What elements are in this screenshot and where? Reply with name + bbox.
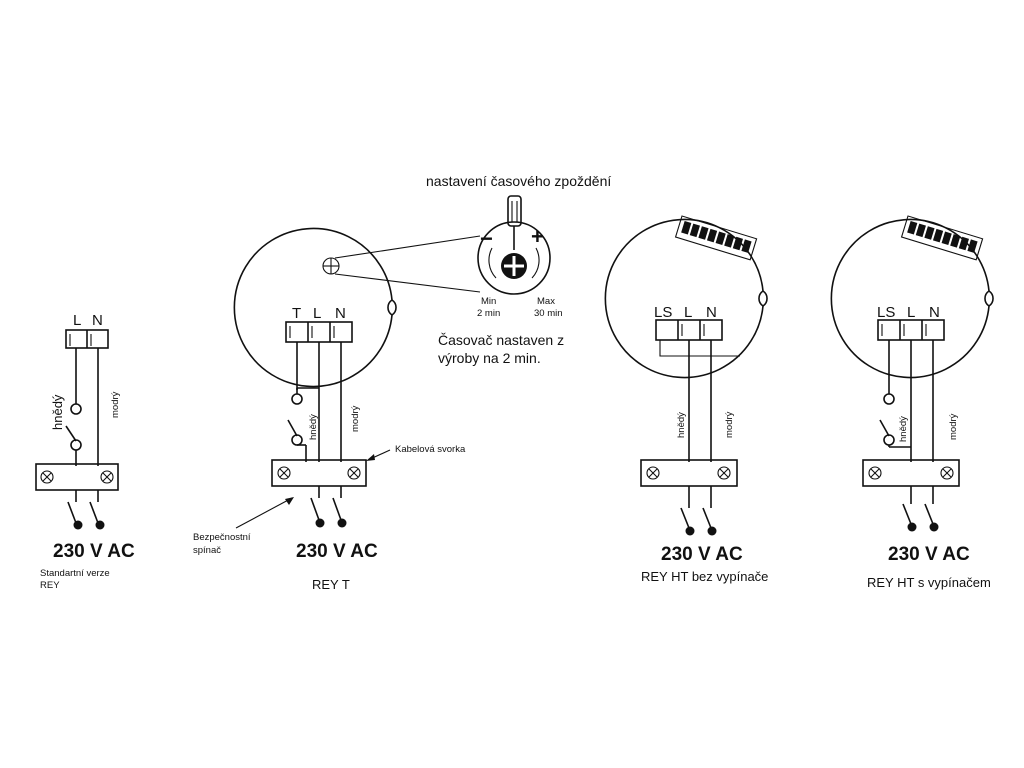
terminal-block: [285, 321, 353, 343]
cable-clamp: [862, 459, 960, 487]
wire-label-blue: modrý: [110, 391, 121, 418]
cable-clamp-label: Kabelová svorka: [395, 444, 466, 455]
dial-max-value: 30 min: [534, 308, 563, 319]
wire-label-brown: hnědý: [50, 394, 65, 430]
dial-outline: [477, 221, 551, 295]
terminal-label-n: N: [929, 304, 940, 321]
cable-clamp: [640, 459, 738, 487]
terminal-label-n: N: [92, 312, 103, 329]
timer-setting-title: nastavení časového zpoždění: [426, 173, 611, 189]
diagram-rey-ht-with-switch: LS L N hnědý modrý 230 V AC REY HT s vyp…: [830, 215, 994, 590]
safety-switch-arrow: [235, 497, 293, 529]
voltage-label: 230 V AC: [888, 544, 970, 565]
terminal-label-n: N: [706, 304, 717, 321]
wire-label-brown: hnědý: [308, 414, 319, 440]
dial-max-label: Max: [537, 296, 555, 307]
variant-label-rey-line1: Standartní verze: [40, 568, 110, 579]
terminal-block: [655, 319, 723, 341]
voltage-label: 230 V AC: [296, 541, 378, 562]
dip-switch-icon: [674, 215, 758, 261]
timer-note-line1: Časovač nastaven z: [438, 332, 564, 348]
dial-plus: +: [531, 224, 544, 249]
terminal-label-t: T: [292, 305, 301, 322]
wire-label-brown: hnědý: [898, 416, 909, 442]
diagram-rey-t: nastavení časového zpoždění − + Min 2 mi…: [193, 173, 611, 592]
variant-label-rey-ht-without: REY HT bez vypínače: [641, 569, 768, 584]
wire-label-blue: modrý: [724, 411, 735, 438]
wire-label-blue: modrý: [948, 413, 959, 440]
wire-label-blue: modrý: [350, 405, 361, 432]
dial-min-label: Min: [481, 296, 496, 307]
terminal-label-l: L: [73, 312, 81, 329]
timer-dial-detail: nastavení časového zpoždění − + Min 2 mi…: [426, 173, 611, 319]
dip-switch-icon: [900, 215, 984, 261]
voltage-label: 230 V AC: [53, 541, 135, 562]
diagram-rey-ht-without-switch: LS L N hnědý modrý 230 V AC REY HT bez v…: [604, 215, 768, 584]
terminal-label-l: L: [313, 305, 321, 322]
terminal-label-n: N: [335, 305, 346, 322]
diagram-rey-standard: L N hnědý modrý 230 V AC Standartní verz…: [35, 312, 135, 591]
device-housing: [233, 227, 393, 388]
variant-label-rey-ht-with: REY HT s vypínačem: [867, 575, 991, 590]
dial-min-value: 2 min: [477, 308, 500, 319]
timer-note-line2: výroby na 2 min.: [438, 350, 541, 366]
terminal-label-ls: LS: [877, 304, 895, 321]
terminal-label-l: L: [907, 304, 915, 321]
variant-label-rey-t: REY T: [312, 577, 350, 592]
terminal-block: [877, 319, 945, 341]
terminal-label-ls: LS: [654, 304, 672, 321]
voltage-label: 230 V AC: [661, 544, 743, 565]
variant-label-rey-line2: REY: [40, 580, 60, 591]
terminal-label-l: L: [684, 304, 692, 321]
safety-switch-label-line2: spínač: [193, 545, 221, 556]
dial-minus: −: [480, 226, 493, 251]
safety-switch-label-line1: Bezpečnostní: [193, 532, 251, 543]
cable-clamp: [271, 459, 367, 487]
wire-label-brown: hnědý: [676, 412, 687, 438]
cable-clamp: [35, 463, 119, 491]
switch-contact: [70, 403, 82, 415]
